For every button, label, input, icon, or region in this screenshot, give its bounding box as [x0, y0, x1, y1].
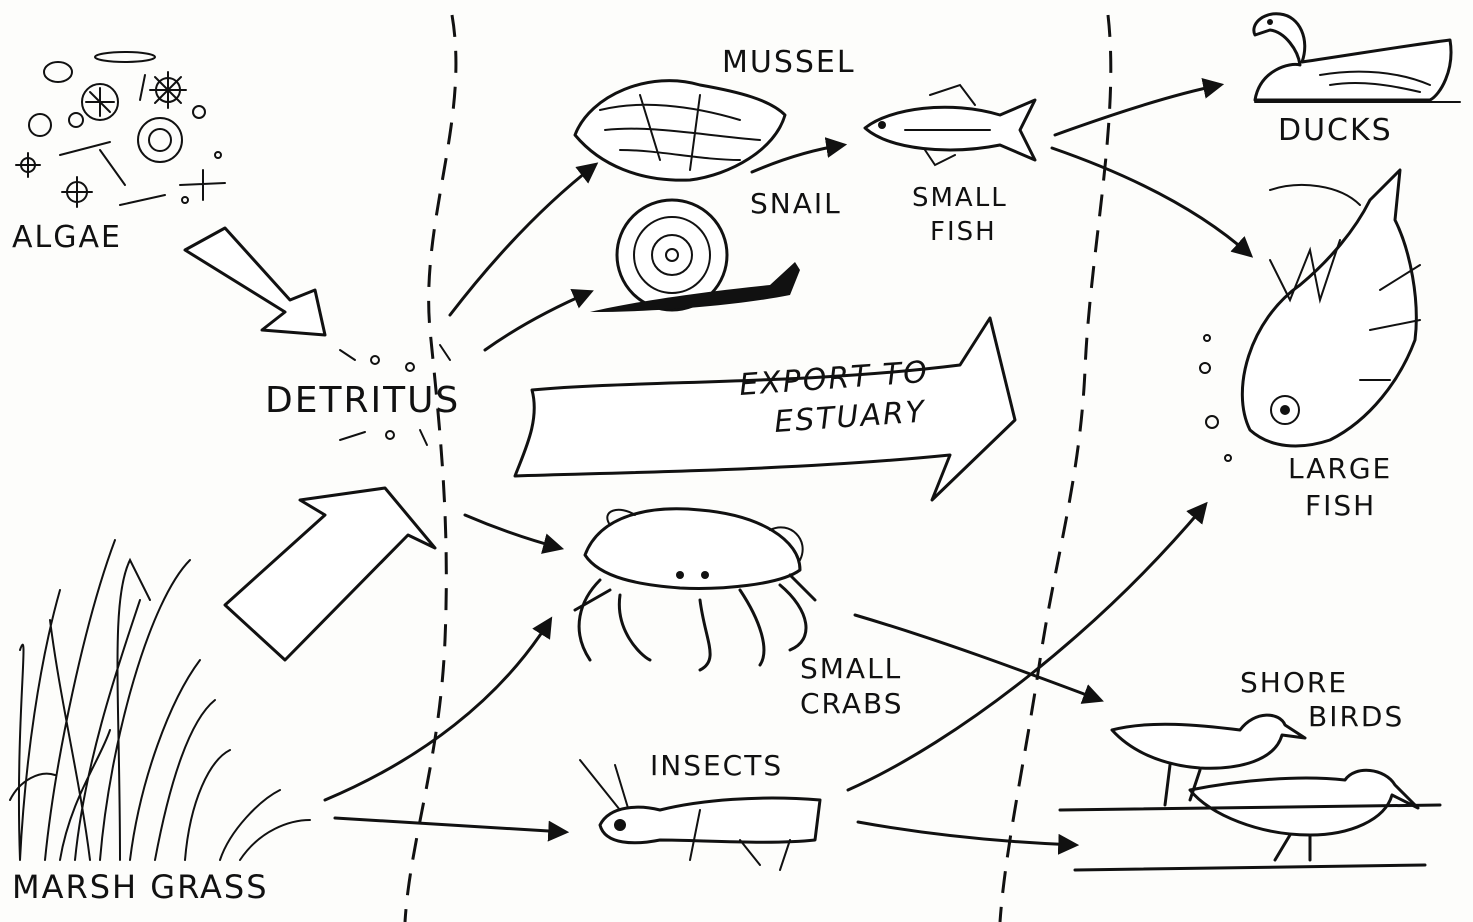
snail-label: SNAIL	[750, 187, 842, 220]
crab-illustration	[575, 509, 815, 670]
mussel-illustration	[575, 81, 785, 181]
algae-to-detritus-arrow	[185, 228, 325, 335]
grass-to-crabs-arrow	[325, 620, 550, 800]
detritus-to-crabs-arrow	[465, 515, 560, 548]
mussel-label: MUSSEL	[722, 45, 856, 80]
small-fish-label-2: FISH	[930, 217, 997, 247]
insects-label: INSECTS	[650, 749, 783, 782]
insects-to-shorebirds-arrow	[858, 822, 1075, 845]
fish-to-large-fish-arrow	[1052, 148, 1250, 255]
large-fish-label-1: LARGE	[1288, 452, 1392, 485]
small-fish-label-1: SMALL	[912, 183, 1008, 213]
shore-birds-illustration	[1060, 715, 1440, 870]
algae-illustration	[16, 52, 225, 207]
shore-birds-label-1: SHORE	[1240, 666, 1348, 699]
small-fish-illustration	[865, 85, 1035, 165]
export-to-estuary-arrow	[515, 318, 1015, 500]
duck-illustration	[1254, 14, 1460, 102]
ducks-label: DUCKS	[1278, 113, 1393, 148]
large-fish-label-2: FISH	[1305, 489, 1376, 522]
grass-to-insects-arrow	[335, 818, 565, 832]
zone-divider-left	[405, 15, 456, 922]
detritus-to-snail-arrow	[485, 292, 590, 350]
marsh-grass-label: MARSH GRASS	[12, 868, 269, 906]
algae-label: ALGAE	[12, 220, 122, 255]
detritus-label: DETRITUS	[265, 380, 460, 421]
snail-to-fish-arrow	[752, 145, 843, 172]
large-fish-illustration	[1242, 170, 1420, 446]
shore-birds-label-2: BIRDS	[1308, 700, 1404, 733]
small-crabs-label-1: SMALL	[800, 652, 902, 685]
small-crabs-label-2: CRABS	[800, 687, 904, 720]
marsh-to-detritus-arrow	[225, 488, 435, 660]
detritus-to-mussel-arrow	[450, 165, 595, 315]
bubbles	[1200, 335, 1231, 461]
fish-to-ducks-arrow	[1055, 85, 1220, 135]
